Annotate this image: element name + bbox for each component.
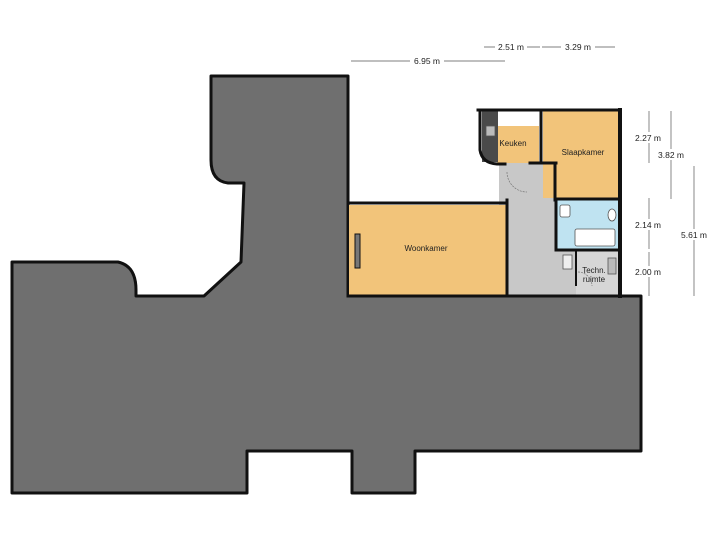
dim-bg-right	[561, 41, 595, 52]
door-kitchen	[506, 171, 528, 193]
techn-unit	[607, 257, 617, 275]
wall-kitchen-west	[478, 108, 507, 166]
fixtures	[485, 125, 617, 275]
dim-bg-right-lower	[630, 266, 666, 277]
dim-bg-overall	[410, 55, 444, 66]
label-techn-line2: ruimte	[583, 275, 606, 284]
dim-right-upper: 2.27 m	[635, 133, 661, 143]
dim-total: 5.61 m	[681, 230, 707, 240]
label-slaapkamer: Slaapkamer	[562, 148, 605, 157]
washer	[562, 254, 573, 270]
label-techn-line1: Techn.	[582, 266, 606, 275]
kitchen-appliance	[485, 125, 496, 137]
dim-bg-right-mid	[630, 219, 666, 230]
shared-area	[10, 74, 643, 495]
dimension-label-backgrounds	[410, 41, 711, 277]
room-woonkamer	[349, 205, 507, 295]
walls	[346, 108, 624, 298]
dim-bg-total	[677, 229, 711, 240]
door-techn	[577, 271, 593, 287]
toilet	[607, 208, 617, 222]
windows	[354, 109, 605, 269]
window-living-west	[354, 233, 361, 269]
room-keuken	[497, 126, 539, 163]
dim-top-right: 3.29 m	[565, 42, 591, 52]
label-keuken: Keuken	[499, 139, 526, 148]
dim-bg-total-upper	[654, 149, 688, 160]
dim-total-upper: 3.82 m	[658, 150, 684, 160]
washbasin	[559, 204, 571, 218]
doors	[506, 171, 593, 287]
bathtub	[574, 228, 616, 247]
dim-right-mid: 2.14 m	[635, 220, 661, 230]
label-woonkamer: Woonkamer	[405, 244, 448, 253]
dim-top-left: 2.51 m	[498, 42, 524, 52]
dim-right-lower: 2.00 m	[635, 267, 661, 277]
dim-bg-right-upper	[630, 132, 666, 143]
dim-top-overall: 6.95 m	[414, 56, 440, 66]
dim-bg-left	[495, 41, 527, 52]
